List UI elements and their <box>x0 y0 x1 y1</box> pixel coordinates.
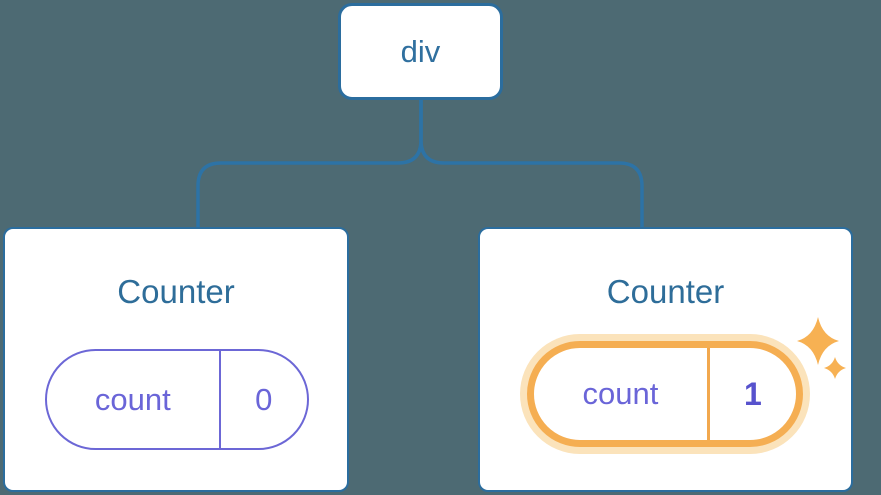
tree-node-div-label: div <box>400 33 441 69</box>
counter-card-right-title: Counter <box>606 273 725 310</box>
state-value-cell: 1 <box>710 348 796 440</box>
tree-node-div: div <box>338 3 503 100</box>
state-value-label: 0 <box>255 381 273 417</box>
state-key-cell: count <box>534 348 710 440</box>
state-key-label: count <box>94 381 171 417</box>
state-value-cell: 0 <box>221 351 307 448</box>
state-key-label: count <box>582 376 659 411</box>
state-value-label: 1 <box>744 375 762 412</box>
counter-card-right: Counter count 1 <box>478 227 853 492</box>
counter-card-left-title: Counter <box>117 273 235 310</box>
state-pill-right-highlighted: count 1 <box>527 341 803 447</box>
state-pill-left: count 0 <box>45 349 309 450</box>
counter-card-left: Counter count 0 <box>3 227 349 492</box>
state-key-cell: count <box>47 351 221 448</box>
